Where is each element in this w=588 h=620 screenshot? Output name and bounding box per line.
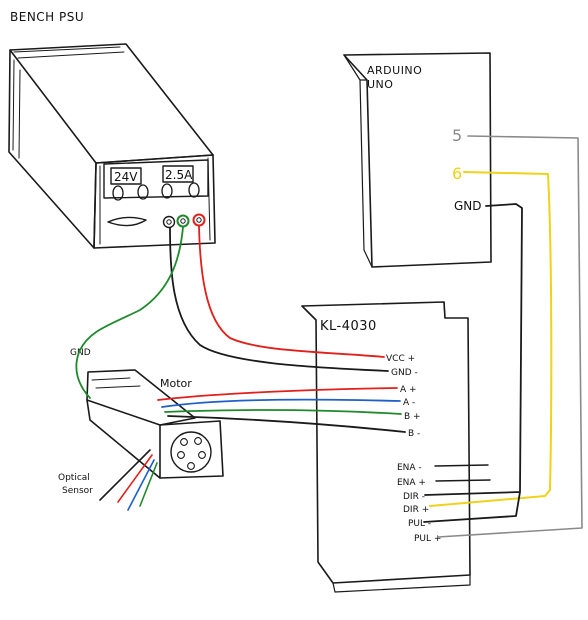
psu-terminal-gnd xyxy=(162,215,176,229)
psu-current-text: 2.5A xyxy=(165,168,193,182)
arduino-name-2: UNO xyxy=(367,78,393,91)
psu-front-face xyxy=(93,154,216,249)
driver-ena-stubs xyxy=(434,464,491,482)
driver-pin-dir-minus: DIR - xyxy=(403,492,425,502)
wire-sensor-blue xyxy=(127,459,155,511)
motor-front-face xyxy=(159,420,224,479)
arduino-pin-5-label: 5 xyxy=(452,126,462,145)
psu-title: BENCH PSU xyxy=(10,10,84,24)
sensor-label-2: Sensor xyxy=(62,486,93,496)
psu-knob-4 xyxy=(188,182,200,198)
psu-current-display xyxy=(162,165,194,183)
wire-sensor-red xyxy=(117,454,153,503)
psu-side-face xyxy=(8,49,97,249)
motor-pin-5 xyxy=(187,462,195,470)
kl4030-driver: KL-4030 VCC + GND - A + A - B + B - ENA … xyxy=(301,301,491,593)
gnd-wire-label: GND xyxy=(70,348,91,358)
psu-knob-3 xyxy=(161,183,173,199)
arduino-pin-6-label: 6 xyxy=(452,164,462,183)
psu-top-hatch xyxy=(13,46,125,59)
wire-sensor-black xyxy=(99,449,151,501)
driver-pin-vcc: VCC + xyxy=(386,354,415,364)
motor-pin-1 xyxy=(180,438,188,446)
wire-motor-a-plus xyxy=(157,387,398,401)
wire-arduino-6-dir-plus xyxy=(429,171,553,507)
driver-pin-pul-minus: PUL - xyxy=(408,519,431,529)
psu-terminal-gnd-core xyxy=(166,219,172,225)
arduino-name-1: ARDUINO xyxy=(367,64,422,77)
arduino-uno: ARDUINO UNO 5 6 GND xyxy=(343,52,492,268)
motor-pin-3 xyxy=(177,451,185,459)
driver-pin-gnd: GND - xyxy=(391,368,418,378)
driver-edges xyxy=(301,301,471,593)
wire-motor-b-plus xyxy=(164,409,402,415)
psu-terminal-green xyxy=(176,214,190,228)
driver-pin-ena-plus: ENA + xyxy=(397,478,426,488)
wire-arduino-gnd xyxy=(423,203,523,523)
driver-pin-ena-minus: ENA - xyxy=(397,463,422,473)
motor-connector xyxy=(170,431,212,473)
wires xyxy=(75,135,583,538)
wire-sensor-green xyxy=(139,462,158,507)
psu-knob-2 xyxy=(137,184,149,200)
wire-arduino-5-pul-plus xyxy=(437,135,583,538)
psu-voltage-text: 24V xyxy=(114,170,138,184)
driver-name: KL-4030 xyxy=(320,319,377,334)
motor-pin-4 xyxy=(198,451,206,459)
driver-pin-b-minus: B - xyxy=(408,429,420,439)
driver-pin-b-plus: B + xyxy=(404,412,421,422)
bench-psu: BENCH PSU 24V 2.5A xyxy=(8,10,216,249)
arduino-board-outline xyxy=(343,52,492,268)
wire-motor-b-minus xyxy=(167,415,406,433)
psu-terminal-red xyxy=(192,213,206,227)
motor-hatch xyxy=(91,377,141,389)
motor-pin-2 xyxy=(194,437,202,445)
psu-top-face xyxy=(9,43,214,164)
psu-side-hatch xyxy=(12,59,21,159)
driver-pin-dir-plus: DIR + xyxy=(403,505,429,515)
psu-power-switch xyxy=(107,216,147,227)
arduino-board-edge xyxy=(343,54,373,268)
wire-psu-vcc xyxy=(198,225,385,358)
psu-voltage-display xyxy=(110,167,142,185)
wire-psu-motor-gnd xyxy=(75,226,184,399)
psu-terminal-red-core xyxy=(196,217,202,223)
psu-knob-1 xyxy=(112,185,124,201)
driver-pin-pul-plus: PUL + xyxy=(414,534,441,544)
psu-display-panel xyxy=(103,159,209,199)
arduino-gnd-label: GND xyxy=(454,199,482,213)
stepper-motor: Motor GND Optical Sensor xyxy=(58,348,224,496)
driver-pin-a-minus: A - xyxy=(403,398,415,408)
driver-pin-a-plus: A + xyxy=(400,385,417,395)
sensor-label-1: Optical xyxy=(58,473,90,483)
motor-side-face xyxy=(86,399,161,479)
psu-terminal-green-core xyxy=(180,218,186,224)
driver-outline xyxy=(301,301,471,584)
motor-label: Motor xyxy=(160,377,192,390)
wire-motor-a-minus xyxy=(161,398,401,408)
